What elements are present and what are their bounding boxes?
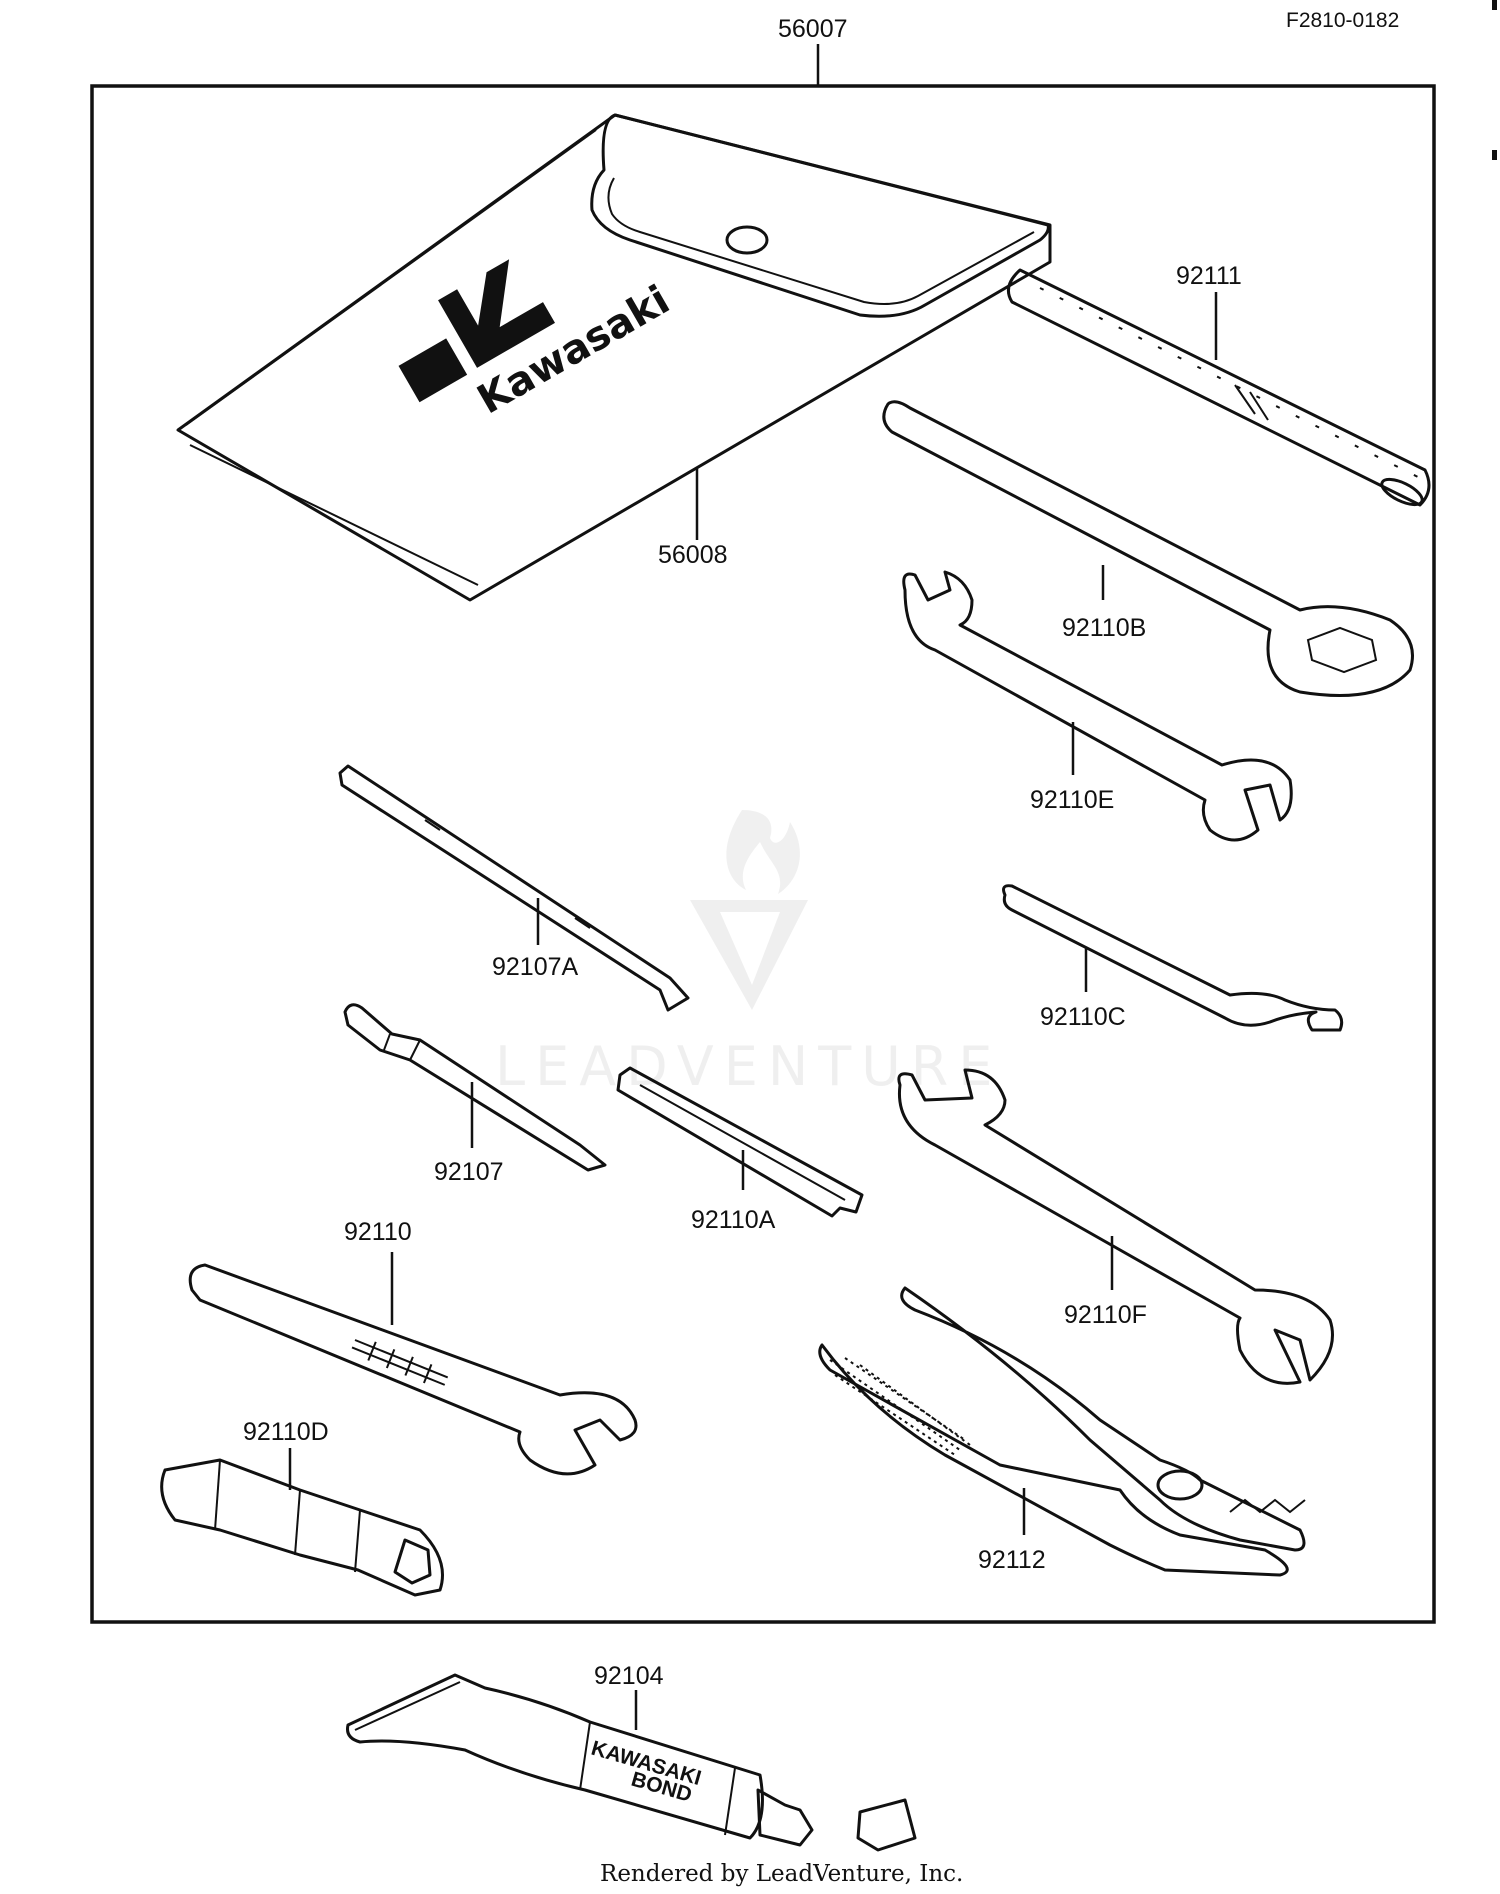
footer-rendered-by: Rendered by LeadVenture, Inc. (600, 1861, 963, 1887)
open-end-wrench-e[interactable] (902, 570, 1293, 842)
part-label-92110E[interactable]: 92110E (1030, 786, 1114, 814)
part-label-92110C[interactable]: 92110C (1040, 1003, 1126, 1031)
part-label-56008[interactable]: 56008 (658, 541, 728, 569)
grip-texture (829, 1357, 971, 1456)
flame-icon (726, 810, 800, 894)
part-label-92104[interactable]: 92104 (594, 1662, 664, 1690)
pliers-pivot (1156, 1469, 1204, 1501)
margin-mark (1492, 150, 1497, 160)
svg-text:LEADVENTURE: LEADVENTURE (495, 1035, 1002, 1098)
part-label-92110[interactable]: 92110 (344, 1218, 412, 1246)
screwdriver-bit-a[interactable] (338, 764, 690, 1012)
diagram-code: F2810-0182 (1286, 9, 1399, 32)
kawasaki-logo: Kawasaki (398, 259, 677, 423)
screwdriver[interactable] (343, 1003, 607, 1172)
part-label-92110B[interactable]: 92110B (1062, 614, 1146, 642)
spark-plug-socket[interactable] (160, 1458, 444, 1597)
part-label-92107A[interactable]: 92107A (492, 953, 579, 981)
kit-frame (90, 84, 1436, 1624)
handle-bar[interactable] (1006, 268, 1431, 510)
part-label-92112[interactable]: 92112 (978, 1546, 1046, 1574)
v-mark-icon (690, 900, 808, 1010)
hex-box-wrench[interactable] (882, 400, 1414, 697)
stamp-marking (351, 1339, 449, 1386)
hook-spanner[interactable] (1002, 884, 1344, 1032)
open-end-wrench[interactable] (188, 1263, 638, 1476)
part-label-92110A[interactable]: 92110A (691, 1206, 776, 1234)
part-label-92107[interactable]: 92107 (434, 1158, 504, 1186)
leadventure-watermark: LEADVENTURE (495, 810, 1002, 1098)
tube-cap (856, 1798, 917, 1852)
open-end-wrench-f[interactable] (897, 1068, 1334, 1385)
part-label-92110F[interactable]: 92110F (1064, 1301, 1147, 1329)
tool-pouch[interactable]: Kawasaki (176, 113, 1052, 602)
part-label-92111[interactable]: 92111 (1176, 262, 1242, 290)
part-label-56007[interactable]: 56007 (778, 15, 848, 43)
pouch-snap (725, 225, 769, 255)
part-label-92110D[interactable]: 92110D (243, 1418, 329, 1446)
pliers[interactable] (818, 1286, 1306, 1577)
flat-wrench-a[interactable] (616, 1066, 864, 1218)
bond-tube[interactable]: KAWASAKI BOND (346, 1673, 917, 1852)
margin-mark (1492, 0, 1497, 10)
